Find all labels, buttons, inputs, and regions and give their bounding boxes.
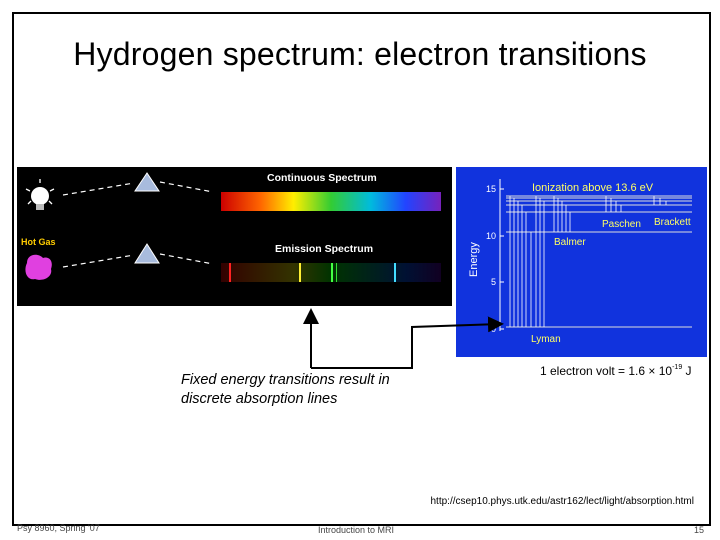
slide-title: Hydrogen spectrum: electron transitions	[73, 36, 647, 72]
hot-gas-label: Hot Gas	[21, 237, 56, 247]
paschen-label: Paschen	[602, 219, 641, 230]
tick-label: 10	[486, 231, 496, 241]
tick-label: 15	[486, 184, 496, 194]
ionization-label: Ionization above 13.6 eV	[532, 182, 654, 194]
page-number: 15	[693, 525, 704, 535]
spectra-image: Hot Gas Continuous Spectrum Emission Spe…	[17, 167, 452, 306]
prism-icon	[134, 172, 160, 192]
source-url: http://csep10.phys.utk.edu/astr162/lect/…	[430, 496, 695, 507]
prism-icon	[134, 243, 160, 264]
slide-frame	[12, 12, 711, 526]
conversion-exponent: -19	[672, 364, 683, 371]
conversion-unit: J	[682, 364, 692, 378]
arrow-to-diagram	[311, 316, 504, 369]
continuous-spectrum-label: Continuous Spectrum	[267, 172, 377, 184]
emission-lines	[229, 263, 396, 282]
footer-course: Psy 8960, Spring '07	[17, 523, 100, 533]
ev-conversion: 1 electron volt = 1.6 × 10-19 J	[540, 364, 692, 378]
continuous-spectrum-bar	[221, 192, 441, 211]
energy-axis-label: Energy	[468, 242, 480, 277]
emission-spectrum-label: Emission Spectrum	[275, 243, 373, 255]
tick-label: 5	[491, 277, 496, 287]
light-bulb-icon	[25, 179, 55, 210]
conversion-text: 1 electron volt = 1.6 × 10	[540, 364, 673, 378]
balmer-label: Balmer	[554, 237, 586, 248]
lyman-label: Lyman	[531, 334, 561, 345]
caption: Fixed energy transitions result in discr…	[181, 372, 390, 407]
brackett-label: Brackett	[654, 217, 691, 228]
gas-cloud-icon	[25, 254, 52, 280]
footer-lecture: Introduction to MRI	[318, 525, 395, 535]
